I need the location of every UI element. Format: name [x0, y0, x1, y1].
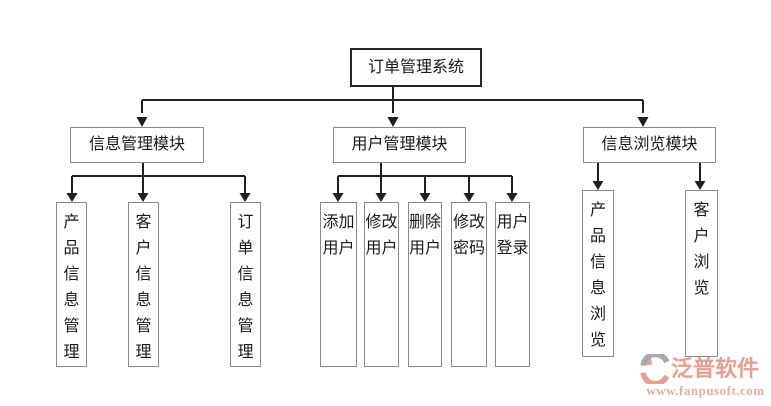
connector-info-browsing [592, 163, 706, 190]
node-order-management-system: 订单管理系统 [350, 48, 482, 87]
arrowhead [592, 181, 604, 190]
connector-user-management [332, 163, 518, 202]
node-delete-user: 删除用户 [408, 202, 442, 367]
node-order-info-management: 订单信息管理 [230, 202, 261, 367]
fanpu-logo-icon [640, 354, 670, 384]
arrowhead [375, 193, 387, 202]
brand-row: 泛普软件 [640, 354, 771, 384]
node-product-info-browse: 产品信息浏览 [582, 190, 614, 357]
node-add-user: 添加用户 [320, 202, 357, 367]
arrowhead [66, 193, 78, 202]
node-info-browsing-module: 信息浏览模块 [583, 127, 716, 163]
brand-name: 泛普软件 [671, 356, 760, 381]
node-user-login: 用户登录 [495, 202, 530, 367]
brand-url: www.fanpusoft.com [646, 383, 765, 398]
connector-info-management [66, 163, 251, 202]
arrowhead [387, 117, 399, 127]
arrowhead [419, 193, 431, 202]
node-info-management-module: 信息管理模块 [70, 127, 204, 163]
arrowhead [637, 117, 649, 127]
arrowhead [239, 193, 251, 202]
arrowhead [137, 193, 149, 202]
node-change-password: 修改密码 [451, 202, 487, 367]
arrowhead [506, 193, 518, 202]
node-customer-browse: 客户浏览 [685, 190, 718, 357]
connector-level-1 [136, 87, 649, 127]
node-product-info-management: 产品信息管理 [56, 202, 87, 367]
arrowhead [332, 193, 344, 202]
arrowhead [694, 181, 706, 190]
node-modify-user: 修改用户 [364, 202, 399, 367]
arrowhead [463, 193, 475, 202]
node-user-management-module: 用户管理模块 [333, 127, 466, 163]
arrowhead [136, 117, 148, 127]
brand-watermark: 泛普软件 www.fanpusoft.com [640, 354, 771, 399]
node-customer-info-management: 客户信息管理 [128, 202, 159, 367]
